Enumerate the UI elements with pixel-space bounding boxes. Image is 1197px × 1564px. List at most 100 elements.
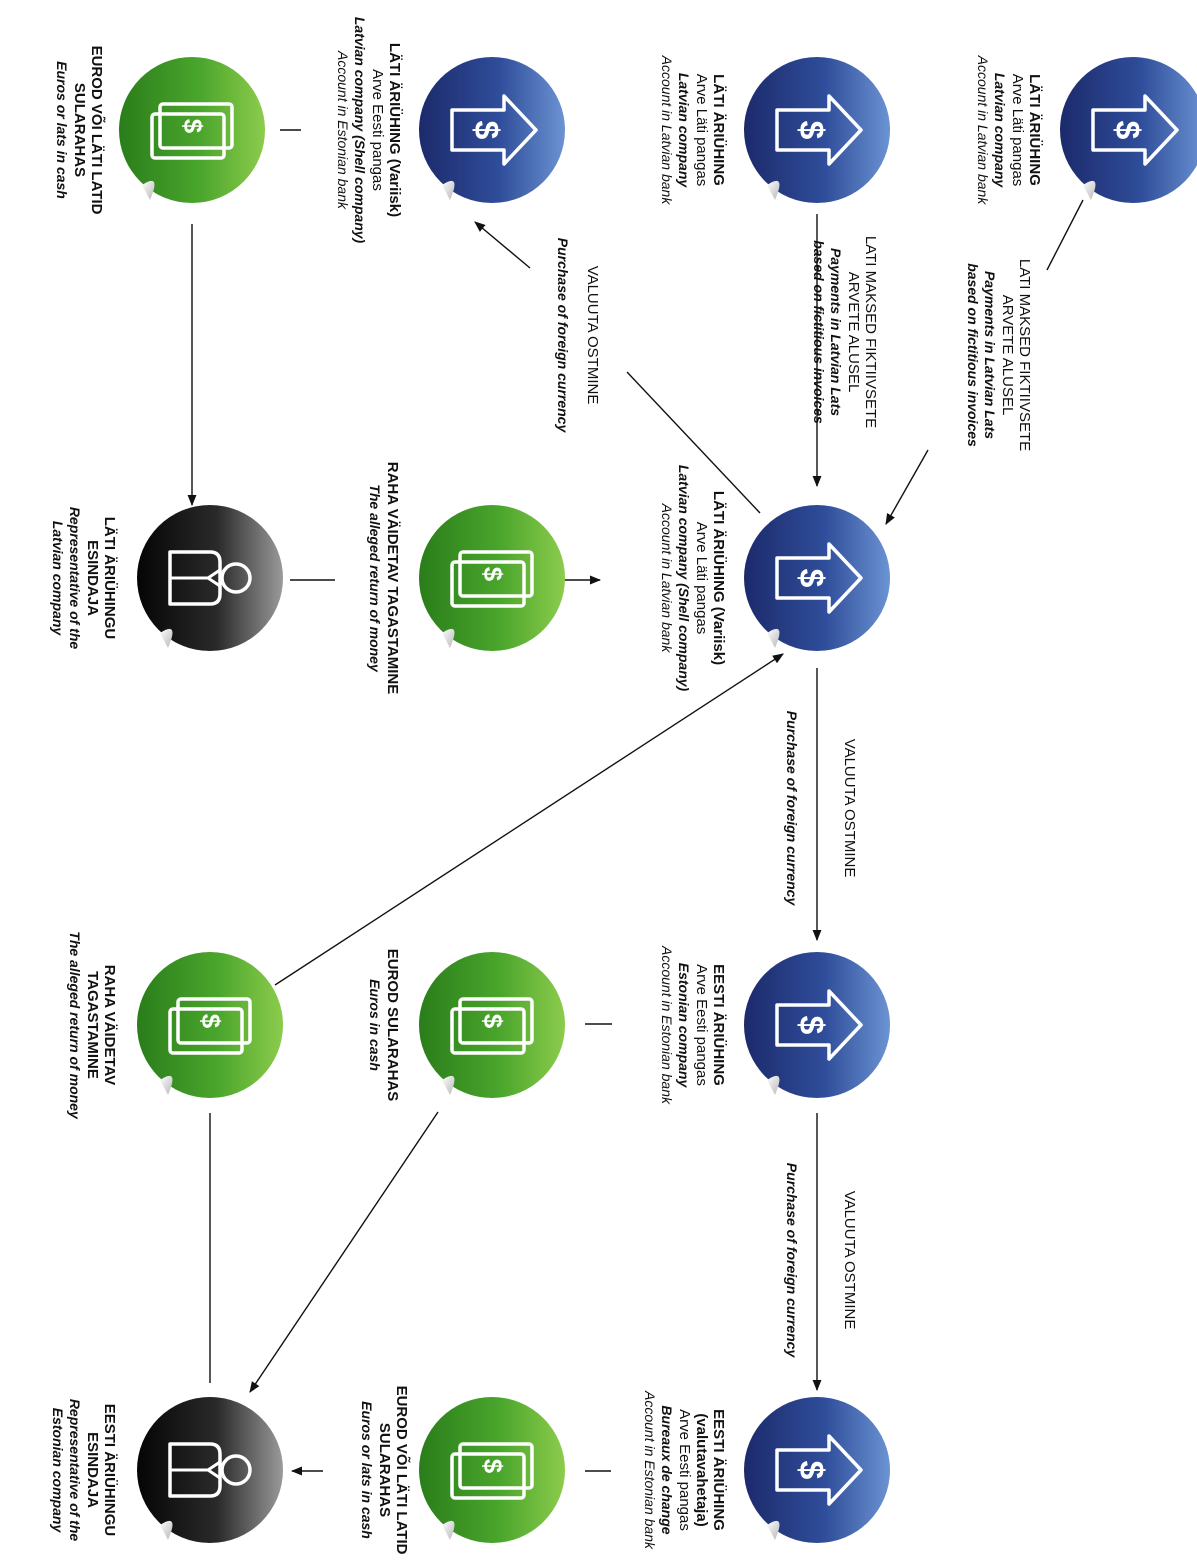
- n5-english-title: Latvian company (Shell company): [676, 465, 692, 692]
- arrow-n10-n5: [274, 653, 784, 986]
- label-n8: EESTI ÄRIÜHING Arve Eesti pangas Estonia…: [659, 945, 727, 1105]
- node-labels: LÄTI ÄRIÜHING Arve Läti pangas Latvian c…: [50, 17, 1043, 1555]
- n3-title: LÄTI ÄRIÜHING (Variisk): [386, 43, 403, 217]
- person-icon-n13: [137, 1397, 283, 1543]
- connector-lines: [187, 129, 1084, 1476]
- n6-title: RAHA VÄIDETAV TAGASTAMINE: [384, 462, 401, 695]
- n3-english-subtitle: Account in Estonian bank: [335, 50, 351, 210]
- arrow-e1-n5: [885, 449, 929, 525]
- company-icon-n5: [744, 505, 890, 651]
- person-icon-n7: [137, 505, 283, 651]
- n12-title-2: SULARAHAS: [376, 1423, 393, 1517]
- label-n7: LÄTI ÄRIÜHINGU ESINDAJA Representative o…: [50, 507, 118, 650]
- n13-english-2: Estonian company: [50, 1408, 66, 1534]
- n3-subtitle: Arve Eesti pangas: [369, 69, 386, 191]
- n11-english-subtitle: Account in Estonian bank: [642, 1390, 658, 1550]
- e1-english-2: based on fictitious invoices: [965, 263, 981, 447]
- arrow-e3-n3: [474, 221, 531, 269]
- cash-icon-n6: [419, 505, 565, 651]
- label-n1: LÄTI ÄRIÜHING Arve Läti pangas Latvian c…: [975, 55, 1043, 206]
- edge-label-e1: LATI MAKSED FIKTIIVSETE ARVETE ALUSEL Pa…: [965, 259, 1033, 451]
- n1-english-subtitle: Account in Latvian bank: [975, 55, 991, 206]
- arrow-n5-n3: [626, 371, 761, 514]
- e2-title: LATI MAKSED FIKTIIVSETE: [862, 236, 879, 428]
- n7-english-2: Latvian company: [50, 521, 66, 637]
- n11-subtitle: Arve Eesti pangas: [676, 1409, 693, 1531]
- n2-english-title: Latvian company: [676, 73, 692, 189]
- e3-title: VALUUTA OSTMINE: [584, 266, 601, 405]
- n7-title: LÄTI ÄRIÜHINGU: [101, 517, 118, 640]
- n13-title: EESTI ÄRIÜHINGU: [101, 1404, 118, 1537]
- edge-labels: LATI MAKSED FIKTIIVSETE ARVETE ALUSEL Pa…: [555, 236, 1033, 1359]
- n8-english-title: Estonian company: [676, 963, 692, 1089]
- node-icons: [119, 57, 1197, 1543]
- cash-icon-n12: [419, 1397, 565, 1543]
- edge-label-e3: VALUUTA OSTMINE Purchase of foreign curr…: [555, 238, 601, 434]
- n4-english: Euros or lats in cash: [54, 61, 70, 199]
- company-icon-n2: [744, 57, 890, 203]
- n2-english-subtitle: Account in Latvian bank: [659, 55, 675, 206]
- n8-english-subtitle: Account in Estonian bank: [659, 945, 675, 1105]
- label-n12: EUROD VÕI LÄTI LATID SULARAHAS Euros or …: [359, 1386, 411, 1555]
- n5-english-subtitle: Account in Latvian bank: [659, 503, 675, 654]
- label-n10: RAHA VÄIDETAV TAGASTAMINE The alleged re…: [67, 931, 118, 1120]
- company-icon-n1: [1060, 57, 1197, 203]
- label-n6: RAHA VÄIDETAV TAGASTAMINE The alleged re…: [367, 462, 401, 695]
- cash-icon-n4: [119, 57, 265, 203]
- connector-n1-e1: [1046, 199, 1084, 271]
- e2-title-2: ARVETE ALUSEL: [845, 272, 862, 393]
- edge-label-e2: LATI MAKSED FIKTIIVSETE ARVETE ALUSEL Pa…: [811, 236, 879, 428]
- n10-title-2: TAGASTAMINE: [84, 971, 101, 1079]
- label-n2: LÄTI ÄRIÜHING Arve Läti pangas Latvian c…: [659, 55, 727, 206]
- n6-english: The alleged return of money: [367, 484, 383, 673]
- n2-title: LÄTI ÄRIÜHING: [710, 74, 727, 186]
- n11-title-2: (valutavahetaja): [693, 1413, 710, 1526]
- label-n9: EUROD SULARAHAS Euros in cash: [367, 949, 401, 1102]
- label-n3: LÄTI ÄRIÜHING (Variisk) Arve Eesti panga…: [335, 17, 403, 244]
- n1-subtitle: Arve Läti pangas: [1009, 74, 1026, 187]
- n13-english-1: Representative of the: [67, 1399, 83, 1542]
- n11-title: EESTI ÄRIÜHING: [710, 1409, 727, 1531]
- arrow-n9-n13: [249, 1111, 439, 1393]
- e1-title-2: ARVETE ALUSEL: [999, 295, 1016, 416]
- n1-english-title: Latvian company: [992, 73, 1008, 189]
- n1-title: LÄTI ÄRIÜHING: [1026, 74, 1043, 186]
- n7-english-1: Representative of the: [67, 507, 83, 650]
- n11-english-title: Bureaux de change: [659, 1405, 675, 1534]
- e1-title: LATI MAKSED FIKTIIVSETE: [1016, 259, 1033, 451]
- n9-english: Euros in cash: [367, 979, 383, 1071]
- n10-title: RAHA VÄIDETAV: [101, 965, 118, 1086]
- n5-title: LÄTI ÄRIÜHING (Variisk): [710, 491, 727, 665]
- n4-title-2: SULARAHAS: [71, 83, 88, 177]
- n9-title: EUROD SULARAHAS: [384, 949, 401, 1102]
- edge-label-e4: VALUUTA OSTMINE Purchase of foreign curr…: [784, 711, 858, 907]
- n5-subtitle: Arve Läti pangas: [693, 522, 710, 635]
- n13-title-2: ESINDAJA: [84, 1432, 101, 1508]
- e1-english-1: Payments in Latvian Lats: [982, 271, 998, 439]
- label-n4: EUROD VÕI LÄTI LATID SULARAHAS Euros or …: [54, 46, 106, 215]
- company-icon-n8: [744, 952, 890, 1098]
- label-n11: EESTI ÄRIÜHING (valutavahetaja) Arve Ees…: [642, 1390, 727, 1550]
- e4-title: VALUUTA OSTMINE: [841, 739, 858, 878]
- n4-title: EUROD VÕI LÄTI LATID: [88, 46, 106, 215]
- label-n13: EESTI ÄRIÜHINGU ESINDAJA Representative …: [50, 1399, 118, 1542]
- cash-icon-n10: [137, 952, 283, 1098]
- n3-english-title: Latvian company (Shell company): [352, 17, 368, 244]
- n10-english: The alleged return of money: [67, 931, 83, 1120]
- company-icon-n3: [419, 57, 565, 203]
- e5-english: Purchase of foreign currency: [784, 1163, 800, 1359]
- e2-english-2: based on fictitious invoices: [811, 240, 827, 424]
- edge-label-e5: VALUUTA OSTMINE Purchase of foreign curr…: [784, 1163, 858, 1359]
- n8-title: EESTI ÄRIÜHING: [710, 964, 727, 1086]
- company-icon-n11: [744, 1397, 890, 1543]
- n2-subtitle: Arve Läti pangas: [693, 74, 710, 187]
- n12-english: Euros or lats in cash: [359, 1401, 375, 1539]
- n12-title: EUROD VÕI LÄTI LATID: [393, 1386, 411, 1555]
- n8-subtitle: Arve Eesti pangas: [693, 964, 710, 1086]
- n7-title-2: ESINDAJA: [84, 540, 101, 616]
- e5-title: VALUUTA OSTMINE: [841, 1191, 858, 1330]
- e2-english-1: Payments in Latvian Lats: [828, 248, 844, 416]
- e4-english: Purchase of foreign currency: [784, 711, 800, 907]
- e3-english: Purchase of foreign currency: [555, 238, 571, 434]
- cash-icon-n9: [419, 952, 565, 1098]
